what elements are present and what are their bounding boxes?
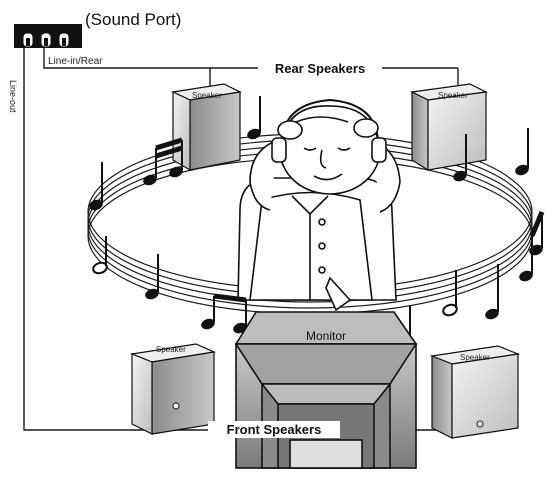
- front-right-speaker: Speaker: [429, 345, 521, 439]
- rear-right-speaker: Speaker: [409, 83, 489, 172]
- rear-speakers-label: Rear Speakers: [275, 61, 365, 76]
- front-left-speaker: Speaker: [129, 343, 217, 435]
- music-note-icon: [143, 137, 183, 186]
- front-speakers-label: Front Speakers: [227, 422, 322, 437]
- speaker-label: Speaker: [438, 91, 468, 100]
- line-out-label: Line-out: [8, 80, 18, 113]
- front-speakers-badge: Front Speakers: [208, 421, 340, 438]
- speaker-jack-icon: [476, 420, 484, 428]
- line-in-rear-label: Line-in/Rear: [48, 56, 103, 67]
- music-note-icon: [92, 236, 108, 275]
- music-note-icon: [201, 293, 247, 334]
- music-note-icon: [89, 162, 103, 211]
- music-notes: [89, 96, 545, 336]
- speaker-label: Speaker: [156, 345, 186, 354]
- music-note-icon: [519, 211, 545, 282]
- music-note-icon: [485, 264, 499, 320]
- music-note-icon: [453, 134, 467, 182]
- speaker-label: Speaker: [192, 91, 222, 100]
- speaker-jack-icon: [172, 402, 180, 410]
- music-note-icon: [515, 128, 529, 176]
- rear-left-speaker: Speaker: [170, 83, 242, 172]
- music-note-icon: [442, 270, 458, 317]
- music-note-icon: [247, 96, 261, 140]
- monitor-label: Monitor: [306, 329, 346, 343]
- rear-cable: [43, 48, 211, 92]
- monitor: Monitor: [234, 311, 418, 469]
- sound-port: (Sound Port): [14, 10, 181, 48]
- listener-figure: [237, 98, 401, 312]
- rear-speakers-badge: Rear Speakers: [258, 60, 382, 77]
- music-note-icon: [145, 254, 159, 300]
- sound-port-label: (Sound Port): [85, 10, 181, 29]
- speaker-label: Speaker: [460, 353, 490, 362]
